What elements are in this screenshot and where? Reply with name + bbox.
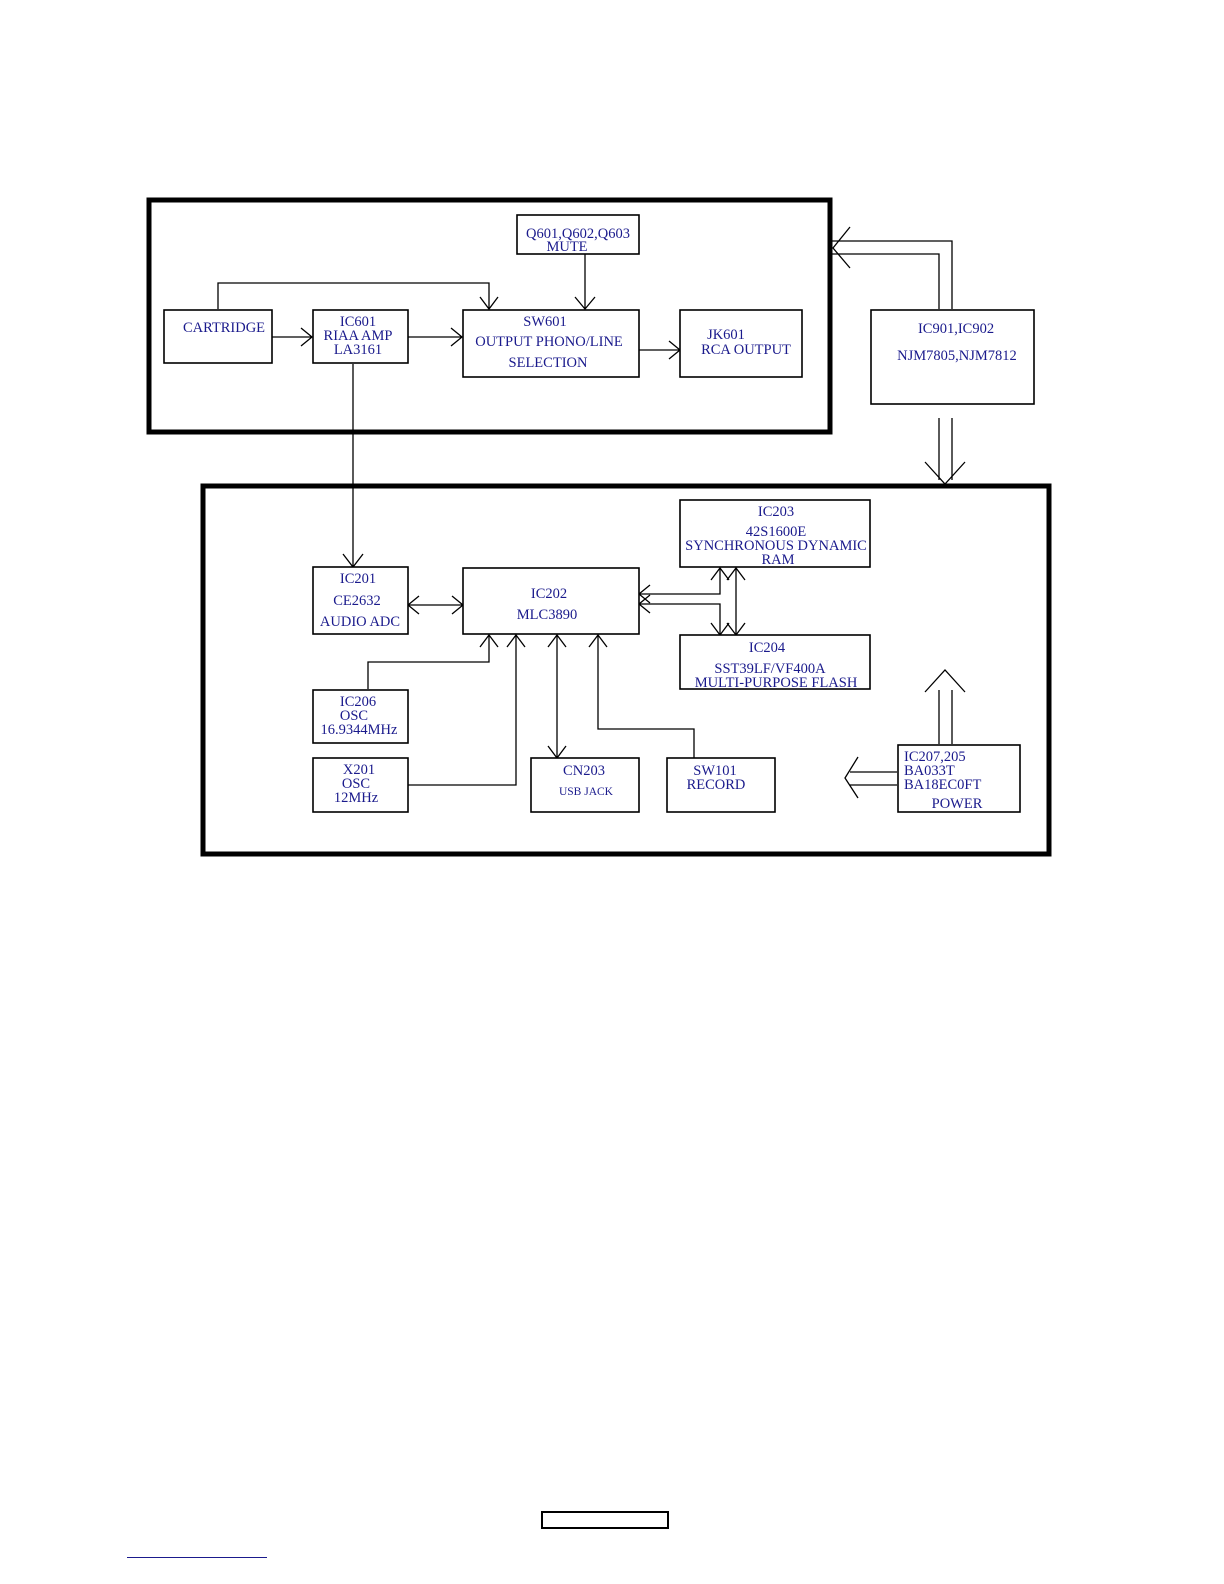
ic601-label-1: IC601 <box>340 314 376 330</box>
ic207-label-2: BA033T <box>904 763 955 779</box>
mute-label-2: MUTE <box>546 239 587 255</box>
ic202-label-1: IC202 <box>531 586 567 602</box>
ic901-label-1: IC901,IC902 <box>918 321 994 337</box>
ic206-block: IC206 OSC 16.9344MHz <box>312 689 409 744</box>
x201-block: X201 OSC 12MHz <box>312 757 409 813</box>
cn203-label-2: USB JACK <box>559 786 614 798</box>
ic203-label-2: 42S1600E <box>746 524 807 540</box>
cn203-block: CN203 USB JACK <box>530 757 640 813</box>
sw101-label-1: SW101 <box>693 763 737 779</box>
ic201-label-2: CE2632 <box>333 593 381 609</box>
sw601-block: SW601 OUTPUT PHONO/LINE SELECTION <box>462 309 640 378</box>
x201-label-2: OSC <box>342 776 370 792</box>
page-number-box <box>541 1511 669 1529</box>
x201-label-1: X201 <box>343 762 375 778</box>
ic206-label-2: OSC <box>340 708 368 724</box>
mute-label-1: Q601,Q602,Q603 <box>526 226 630 242</box>
ic202-block: IC202 MLC3890 <box>462 567 640 635</box>
ic601-label-3: LA3161 <box>334 342 382 358</box>
jk601-block: JK601 RCA OUTPUT <box>679 309 803 378</box>
cartridge-block: CARTRIDGE <box>163 309 273 364</box>
ic203-label-4: RAM <box>761 552 794 568</box>
ic206-label-1: IC206 <box>340 694 376 710</box>
ic206-label-3: 16.9344MHz <box>321 722 398 738</box>
sw101-block: SW101 RECORD <box>666 757 776 813</box>
main-board-frame <box>200 483 1052 857</box>
ic901-block: IC901,IC902 NJM7805,NJM7812 <box>870 309 1035 405</box>
ic207-label-4: POWER <box>932 796 983 812</box>
sw601-label-3: SELECTION <box>509 355 588 371</box>
sw601-label-2: OUTPUT PHONO/LINE <box>475 334 623 350</box>
connections <box>217 226 966 799</box>
ic201-block: IC201 CE2632 AUDIO ADC <box>312 566 409 635</box>
ic201-label-1: IC201 <box>340 571 376 587</box>
ic203-block: IC203 42S1600E SYNCHRONOUS DYNAMIC RAM <box>679 499 871 568</box>
sw601-label-1: SW601 <box>523 314 567 330</box>
ic207-block: IC207,205 BA033T BA18EC0FT POWER <box>897 744 1021 813</box>
ic207-label-3: BA18EC0FT <box>904 777 981 793</box>
ic201-label-3: AUDIO ADC <box>320 614 400 630</box>
jk601-label-2: RCA OUTPUT <box>701 342 791 358</box>
ic601-label-2: RIAA AMP <box>324 328 393 344</box>
mute-block: Q601,Q602,Q603 MUTE <box>516 214 640 255</box>
cartridge-label: CARTRIDGE <box>183 320 265 336</box>
footer-rule <box>127 1557 267 1558</box>
phono-board-frame <box>146 197 833 435</box>
sw101-label-2: RECORD <box>687 777 746 793</box>
cn203-label-1: CN203 <box>563 763 605 779</box>
ic204-block: IC204 SST39LF/VF400A MULTI-PURPOSE FLASH <box>679 634 871 691</box>
ic204-label-2: SST39LF/VF400A <box>714 661 826 677</box>
ic204-label-3: MULTI-PURPOSE FLASH <box>695 675 858 691</box>
x201-label-3: 12MHz <box>334 790 379 806</box>
jk601-label-1: JK601 <box>707 327 745 343</box>
ic203-label-3: SYNCHRONOUS DYNAMIC <box>685 538 867 554</box>
ic901-label-2: NJM7805,NJM7812 <box>897 348 1017 364</box>
ic601-block: IC601 RIAA AMP LA3161 <box>312 309 409 364</box>
ic203-label-1: IC203 <box>758 504 794 520</box>
ic207-label-1: IC207,205 <box>904 749 966 765</box>
ic204-label-1: IC204 <box>749 640 786 656</box>
ic202-label-2: MLC3890 <box>517 607 577 623</box>
